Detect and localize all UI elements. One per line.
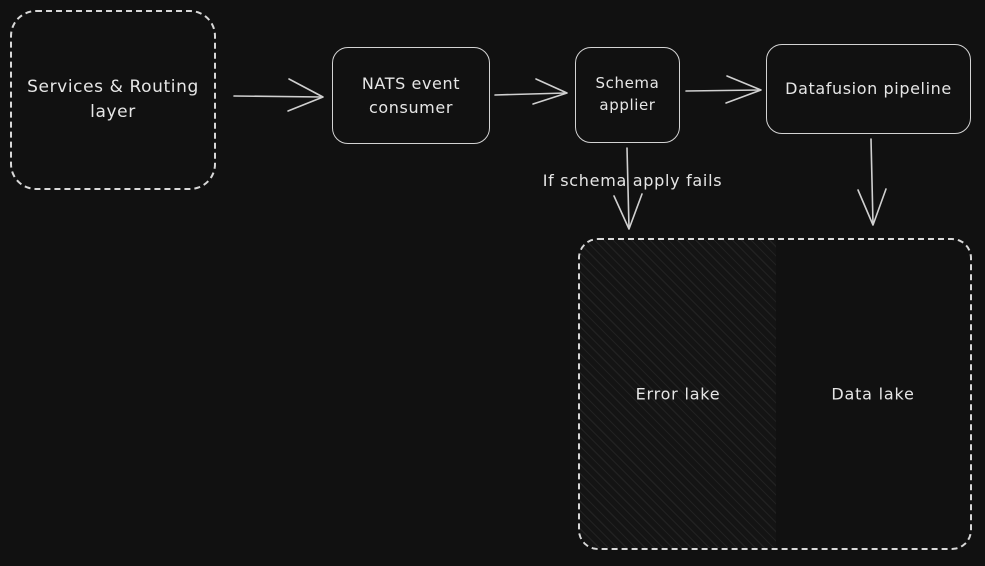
edge-nats-to-schema [494,78,568,105]
lakes-container[interactable]: Error lake Data lake [578,238,972,550]
node-nats-event-consumer-label: NATS event consumer [361,74,461,117]
edge-label-if-schema-apply-fails: If schema apply fails [542,171,723,190]
region-error-lake-label: Error lake [635,384,721,404]
node-services-routing-layer-label: Services & Routing layer [27,77,199,122]
node-schema-applier-label: Schema applier [595,74,660,114]
node-schema-applier[interactable]: Schema applier [575,47,680,143]
node-services-routing-layer[interactable]: Services & Routing layer [10,10,216,190]
region-error-lake[interactable]: Error lake [580,240,776,548]
node-datafusion-pipeline[interactable]: Datafusion pipeline [766,44,971,134]
edge-services-to-nats [233,78,324,112]
node-nats-event-consumer[interactable]: NATS event consumer [332,47,490,144]
edge-schema-to-datafusion [685,75,762,104]
region-data-lake-label: Data lake [831,384,915,404]
region-data-lake[interactable]: Data lake [776,240,970,548]
node-datafusion-pipeline-label: Datafusion pipeline [785,79,952,99]
edge-datafusion-to-data-lake [857,138,887,226]
